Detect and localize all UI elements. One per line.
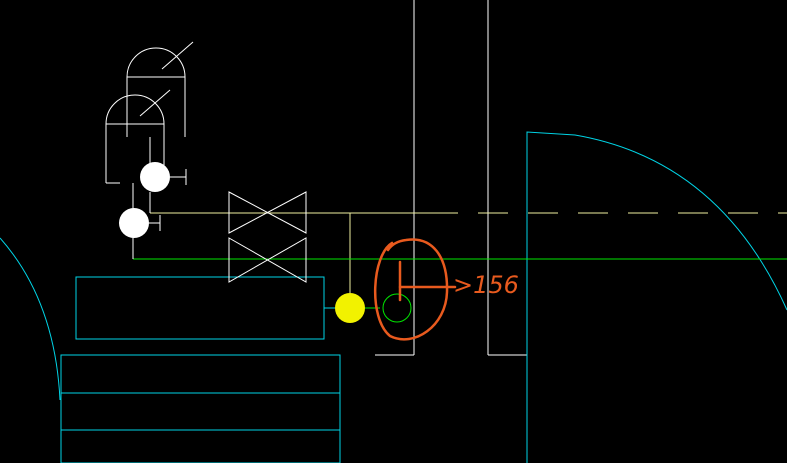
valve-upper [228, 191, 307, 234]
markup-ellipse [373, 238, 449, 341]
actuator-upper [126, 47, 186, 137]
markup-label: >156 [453, 271, 519, 299]
left-tank-arc [0, 237, 61, 401]
yellow-pipes [150, 212, 787, 295]
right-tank-outline [526, 131, 787, 463]
markup-annotation [373, 238, 457, 341]
actuator-upper-arrow [161, 41, 194, 70]
green-fitting-circle [382, 293, 412, 323]
valve-symbols [228, 191, 307, 283]
actuator-lower-arrow [139, 89, 171, 117]
white-building-lines [375, 0, 527, 356]
white-node-lower [119, 208, 149, 238]
actuators [105, 41, 194, 259]
yellow-node [335, 293, 365, 323]
valve-lower [228, 237, 307, 283]
actuator-lower [105, 94, 165, 183]
white-node-upper [140, 162, 170, 192]
stair-block [60, 354, 341, 463]
cyan-equipment [0, 131, 787, 463]
